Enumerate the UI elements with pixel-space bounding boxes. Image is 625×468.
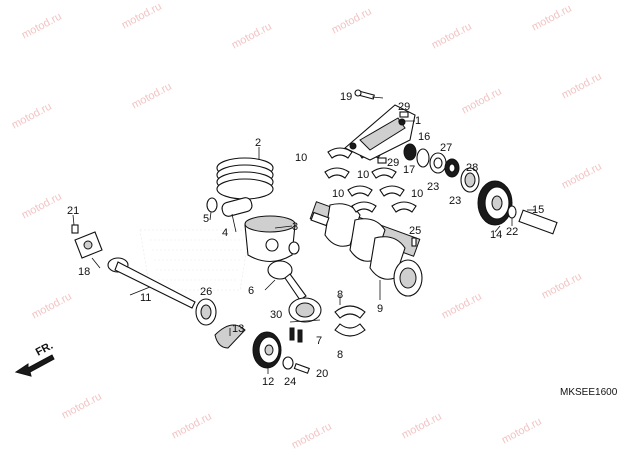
crankshaft (309, 201, 423, 297)
piston-pin (206, 197, 253, 217)
callout-23: 23 (449, 195, 461, 207)
balancer-gear (477, 180, 513, 226)
callout-1: 1 (415, 115, 421, 127)
callout-13: 13 (232, 323, 244, 335)
diagram-code: MKSEE1600 (560, 387, 618, 398)
callout-2: 2 (255, 137, 261, 149)
callout-18: 18 (78, 266, 90, 278)
callout-16: 16 (418, 131, 430, 143)
washer-22 (507, 205, 517, 219)
bearing-holder (344, 104, 416, 161)
dowel-pin-29 (399, 111, 409, 118)
bolt-20 (293, 363, 310, 374)
callout-29: 29 (398, 101, 410, 113)
callout-28: 28 (466, 162, 478, 174)
bolt-25 (411, 237, 417, 247)
needle-bearing (460, 167, 480, 193)
callout-27: 27 (440, 142, 452, 154)
piston (244, 215, 296, 263)
callout-19: 19 (340, 91, 352, 103)
callout-6: 6 (248, 285, 254, 297)
callout-23: 23 (427, 181, 439, 193)
callout-17: 17 (403, 164, 415, 176)
callout-22: 22 (506, 226, 518, 238)
rod-bearings (334, 305, 366, 337)
callout-12: 12 (262, 376, 274, 388)
callout-8: 8 (337, 289, 343, 301)
callout-5: 5 (203, 213, 209, 225)
balancer-weight (214, 324, 246, 349)
callout-10: 10 (411, 188, 423, 200)
callout-24: 24 (284, 376, 296, 388)
front-direction-arrow: FR. (14, 340, 55, 377)
callout-30: 30 (270, 309, 282, 321)
washer-24 (282, 356, 294, 370)
callout-15: 15 (532, 204, 544, 216)
holder-plate (71, 224, 103, 259)
callout-10: 10 (357, 169, 369, 181)
long-shaft (107, 257, 196, 309)
callout-9: 9 (377, 303, 383, 315)
main-bearings (324, 147, 417, 213)
callout-11: 11 (140, 292, 151, 304)
callout-7: 7 (316, 335, 322, 347)
callout-20: 20 (316, 368, 328, 380)
shaft-bearing (195, 298, 217, 326)
background-logo (139, 229, 251, 291)
rod-bolts (289, 327, 303, 343)
callout-8: 8 (337, 349, 343, 361)
callouts: 1 2 3 4 5 6 7 8 8 9 10 10 10 10 11 12 13… (67, 91, 544, 388)
callout-3: 3 (292, 221, 298, 233)
dowel-pin-29 (377, 157, 387, 164)
balancer-shaft (518, 209, 558, 235)
callout-14: 14 (490, 229, 502, 241)
callout-25: 25 (409, 225, 421, 237)
bolt-19 (354, 89, 375, 100)
callout-26: 26 (200, 286, 212, 298)
piston-rings (216, 157, 274, 200)
callout-10: 10 (295, 152, 307, 164)
piston-pin-clip (288, 241, 300, 255)
callout-21: 21 (67, 205, 79, 217)
callout-4: 4 (222, 227, 228, 239)
leader-lines (72, 96, 536, 374)
driven-gear (252, 331, 282, 369)
balancer-washers (403, 143, 460, 178)
connecting-rod (267, 260, 322, 323)
callout-29: 29 (387, 157, 399, 169)
callout-10: 10 (332, 188, 344, 200)
